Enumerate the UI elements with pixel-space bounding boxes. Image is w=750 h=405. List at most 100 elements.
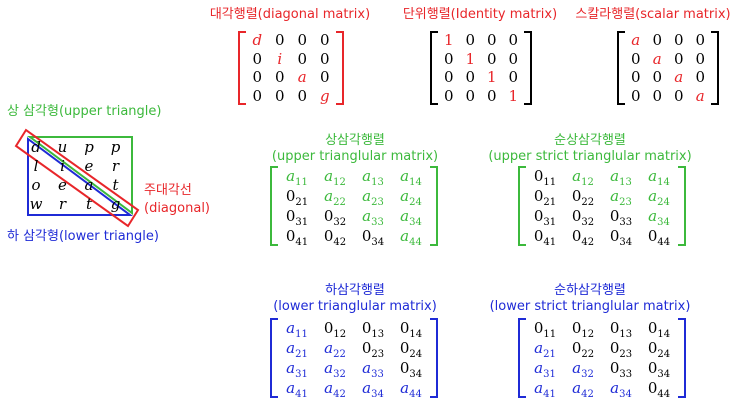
matrix-entry: 0 — [625, 49, 647, 69]
matrix-entry-index: 41 — [295, 237, 309, 248]
matrix-entry: 044 — [640, 378, 678, 405]
matrix-entry: a34 — [640, 206, 678, 233]
matrix-entry-symbol: 0 — [673, 49, 684, 68]
matrix-entry: 0 — [647, 86, 669, 106]
matrix-entry: 0 — [314, 49, 337, 69]
matrix-entry: 0 — [460, 86, 482, 106]
matrix-entry-symbol: d — [252, 31, 263, 50]
matrix-entry-symbol: 0 — [274, 68, 285, 87]
matrix-entry: 034 — [640, 358, 678, 385]
matrix-entry-symbol: 0 — [486, 49, 497, 68]
scalar-matrix-bracket-left — [617, 31, 625, 105]
matrix-entry-index: 22 — [333, 197, 346, 208]
matrix-entry: 012 — [316, 318, 354, 345]
matrix-entry-symbol: 0 — [647, 379, 658, 397]
matrix-entry: 0 — [269, 86, 292, 106]
matrix-entry-symbol: 0 — [285, 207, 296, 225]
matrix-entry-index: 24 — [657, 349, 671, 360]
matrix-entry: a12 — [316, 166, 354, 193]
matrix-entry-index: 22 — [333, 349, 346, 360]
upper-matrix-subtitle: (upper trianglular matrix) — [271, 149, 439, 164]
matrix-entry: 013 — [354, 318, 392, 345]
matrix-entry-index: 41 — [543, 237, 557, 248]
triangle-letter: t — [85, 195, 93, 213]
identity-matrix-bracket-left — [430, 31, 438, 105]
matrix-entry: g — [314, 86, 337, 106]
matrix-entry-symbol: a — [400, 227, 410, 245]
lower-strict-matrix-bracket-left — [518, 318, 526, 398]
upper-matrix-bracket-left — [270, 166, 278, 246]
matrix-entry-symbol: a — [400, 187, 410, 205]
matrix-entry-symbol: 1 — [486, 68, 497, 87]
matrix-entry: 034 — [602, 226, 640, 253]
matrix-entry-index: 44 — [657, 389, 671, 400]
matrix-entry: a13 — [602, 166, 640, 193]
lower-matrix-bracket-right — [430, 318, 438, 398]
matrix-entry-symbol: a — [534, 339, 544, 357]
matrix-entry-symbol: 0 — [443, 86, 454, 105]
identity-matrix-bracket-right — [524, 31, 532, 105]
matrix-entry-symbol: 0 — [571, 339, 582, 357]
matrix-entry-symbol: 0 — [652, 86, 663, 105]
upper-strict-matrix-bracket-left — [518, 166, 526, 246]
matrix-entry-index: 14 — [657, 177, 670, 188]
matrix-entry: 0 — [291, 86, 314, 106]
matrix-entry-symbol: 0 — [533, 187, 544, 205]
matrix-entry: 013 — [602, 318, 640, 345]
upper-strict-matrix-title: 순상삼각행렬 — [554, 133, 626, 148]
matrix-entry: 1 — [460, 49, 482, 69]
matrix-entry-symbol: 0 — [285, 227, 296, 245]
lower-matrix-title: 하삼각행렬 — [325, 283, 385, 298]
matrix-entry: 022 — [564, 186, 602, 213]
matrix-entry-symbol: a — [362, 167, 372, 185]
matrix-entry: a11 — [278, 166, 316, 193]
matrix-entry-symbol: 0 — [297, 31, 308, 50]
matrix-entry-index: 41 — [543, 389, 556, 400]
matrix-entry-symbol: a — [572, 167, 582, 185]
matrix-entry-symbol: 0 — [609, 207, 620, 225]
matrix-entry: 0 — [481, 86, 503, 106]
matrix-entry-symbol: 0 — [630, 86, 641, 105]
matrix-entry-index: 44 — [409, 389, 422, 400]
matrix-entry: a21 — [526, 338, 564, 365]
matrix-entry: a — [291, 67, 314, 87]
matrix-entry-symbol: 0 — [443, 68, 454, 87]
matrix-entry: 1 — [481, 67, 503, 87]
matrix-entry-symbol: a — [286, 379, 296, 397]
matrix-entry-symbol: 0 — [319, 68, 330, 87]
matrix-entry-symbol: 0 — [285, 187, 296, 205]
matrix-entry-symbol: 0 — [323, 319, 334, 337]
matrix-entry: 0 — [647, 30, 669, 50]
matrix-entry: 0 — [269, 67, 292, 87]
matrix-entry-symbol: a — [610, 187, 620, 205]
matrix-entry-index: 44 — [409, 237, 422, 248]
matrix-entry-symbol: a — [324, 359, 334, 377]
upper-strict-matrix-subtitle: (upper strict trianglular matrix) — [488, 149, 692, 164]
matrix-entry: a22 — [316, 338, 354, 365]
matrix-entry: 011 — [526, 166, 564, 193]
matrix-entry-symbol: 1 — [443, 31, 454, 50]
matrix-entry-symbol: 0 — [673, 86, 684, 105]
triangle-letter: d — [31, 138, 41, 156]
scalar-matrix-title: 스칼라행렬(scalar matrix) — [575, 7, 731, 22]
matrix-entry-index: 14 — [409, 177, 422, 188]
matrix-entry-symbol: 0 — [571, 319, 582, 337]
matrix-entry-symbol: 0 — [647, 339, 658, 357]
matrix-entry: 0 — [690, 67, 712, 87]
matrix-entry: 041 — [526, 226, 564, 253]
matrix-entry: 0 — [503, 67, 525, 87]
matrix-entry-symbol: 0 — [609, 319, 620, 337]
matrix-entry-symbol: 0 — [508, 49, 519, 68]
matrix-entry-index: 21 — [295, 349, 308, 360]
diagonal-matrix-bracket-right — [336, 31, 344, 105]
matrix-entry-symbol: a — [324, 167, 334, 185]
identity-matrix-title: 단위행렬(Identity matrix) — [402, 7, 558, 22]
matrix-entry: a22 — [316, 186, 354, 213]
diagonal-label-korean: 주대각선 — [144, 183, 192, 198]
matrix-entry: a14 — [640, 166, 678, 193]
matrix-entry-symbol: a — [286, 359, 296, 377]
matrix-entry-symbol: 0 — [252, 86, 263, 105]
